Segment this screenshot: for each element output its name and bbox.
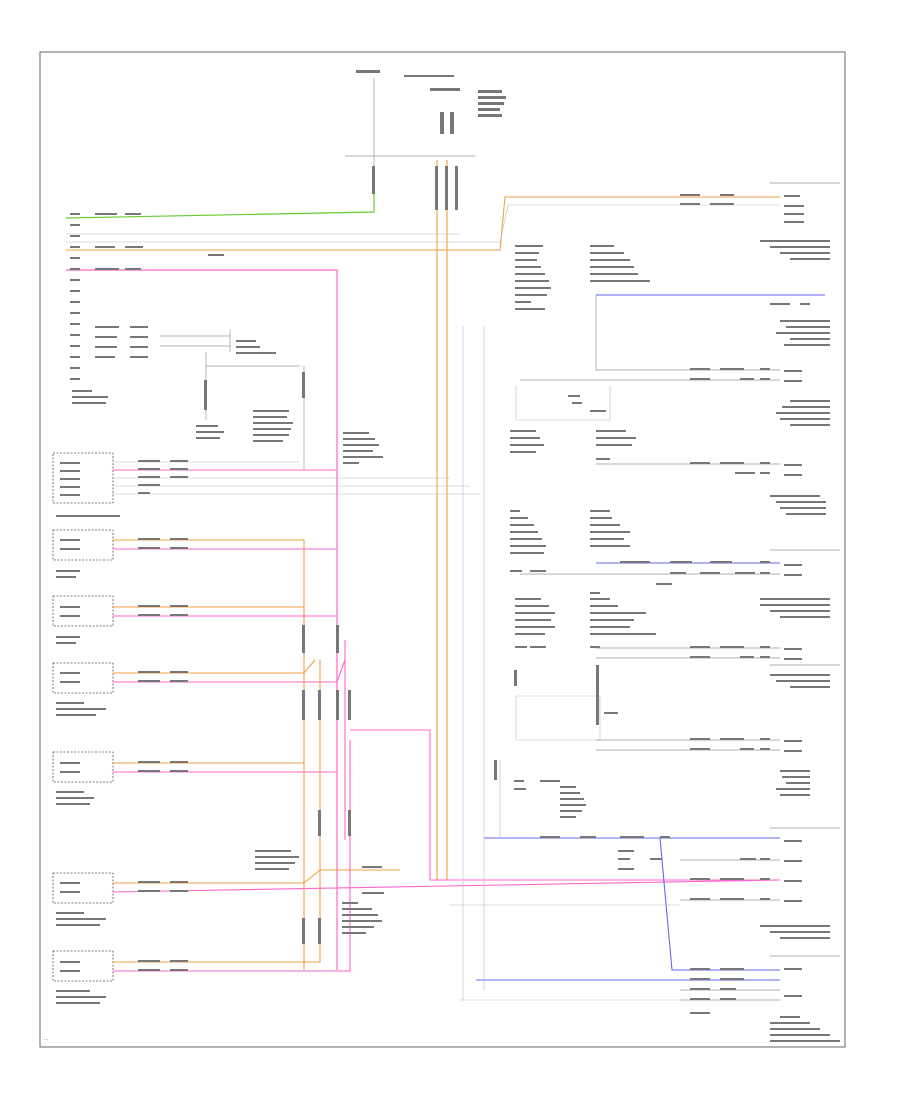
right-top-module <box>680 182 840 260</box>
right-ground-block <box>510 386 826 515</box>
orange-wire-right <box>66 196 780 251</box>
left-ground <box>160 330 305 470</box>
right-module-3 <box>620 561 830 618</box>
left-connector <box>70 213 224 404</box>
right-text-block-2 <box>510 510 840 572</box>
green-wire <box>65 180 375 219</box>
right-module-5 <box>680 968 840 1042</box>
right-module-4 <box>540 827 840 957</box>
diagram-frame <box>39 51 846 1048</box>
module-left-7 <box>52 740 351 1004</box>
footer-code: ... <box>44 1036 49 1042</box>
module-left-6 <box>52 869 781 926</box>
right-ground-block-2 <box>494 665 810 818</box>
module-left-5 <box>52 751 337 805</box>
right-text-block-1 <box>515 245 650 370</box>
module-left-4 <box>52 659 346 716</box>
center-lower-labels <box>255 850 384 934</box>
right-text-block-3 <box>515 592 840 688</box>
module-left-3 <box>52 595 337 644</box>
right-module-2 <box>520 320 830 426</box>
module-left-2 <box>52 529 337 578</box>
pink-wire-main <box>66 269 338 970</box>
top-power-section <box>345 70 506 180</box>
center-splice-label <box>343 432 383 464</box>
module-instrument-cluster <box>52 452 480 517</box>
blue-wire-lower <box>484 837 780 971</box>
